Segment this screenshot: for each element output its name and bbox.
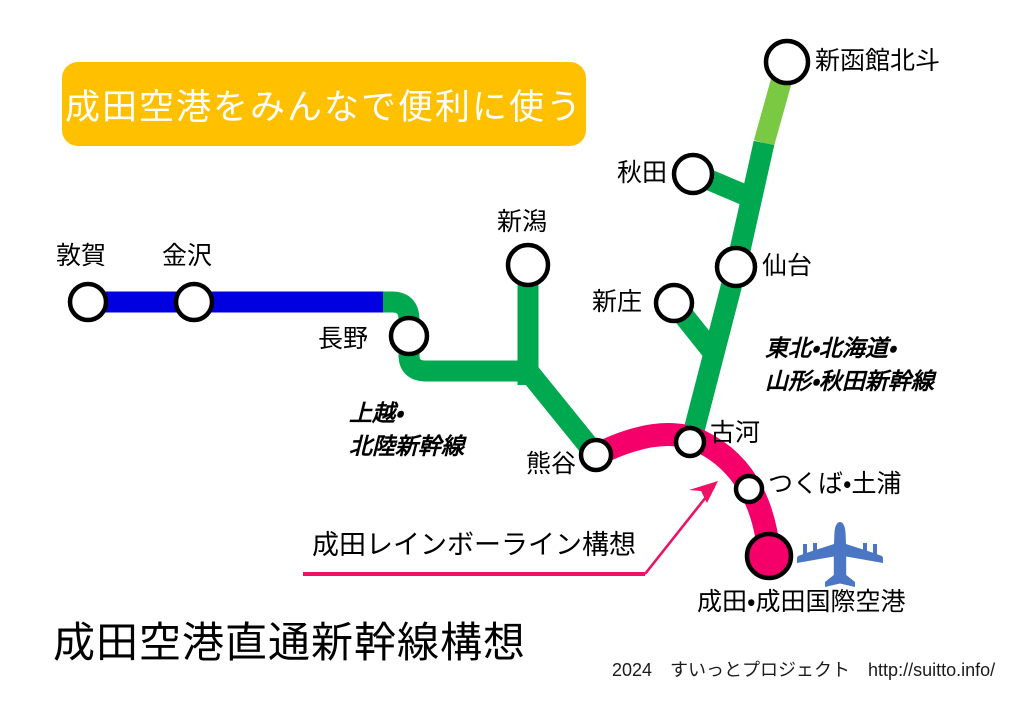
station-marker-koga[interactable] bbox=[673, 425, 707, 459]
station-label-kumagaya: 熊谷 bbox=[526, 450, 577, 478]
title-banner: 成田空港をみんなで便利に使う bbox=[62, 62, 586, 146]
station-label-shinjo: 新庄 bbox=[592, 288, 643, 316]
station-label-koga: 古河 bbox=[710, 419, 761, 447]
line-label-tohoku-hokkaido: 東北・北海道・ 山形・秋田新幹線 bbox=[765, 332, 934, 399]
station-marker-niigata[interactable] bbox=[505, 242, 551, 288]
station-label-niigata: 新潟 bbox=[497, 208, 548, 236]
station-label-narita: 成田・成田国際空港 bbox=[697, 588, 906, 616]
line-joetsu-to-kumagaya bbox=[516, 360, 605, 462]
station-marker-shin-hakodate[interactable] bbox=[763, 38, 811, 86]
concept-annotation-text: 成田レインボーライン構想 bbox=[312, 530, 636, 560]
line-label-joetsu-hokuriku-line1: 上越・ bbox=[349, 401, 403, 426]
station-label-sendai: 仙台 bbox=[762, 252, 813, 280]
station-label-nagano: 長野 bbox=[318, 325, 369, 353]
station-label-shin-hakodate: 新函館北斗 bbox=[815, 47, 941, 75]
line-label-tohoku-hokkaido-line2: 山形・秋田新幹線 bbox=[765, 369, 934, 395]
station-label-tsukuba: つくば・土浦 bbox=[768, 470, 902, 498]
station-marker-nagano[interactable] bbox=[388, 315, 430, 357]
station-marker-kumagaya[interactable] bbox=[578, 437, 614, 473]
page-title: 成田空港直通新幹線構想 bbox=[53, 619, 527, 666]
station-label-tsuruga: 敦賀 bbox=[56, 242, 107, 270]
airplane-icon bbox=[797, 522, 883, 587]
station-marker-akita[interactable] bbox=[671, 152, 715, 196]
line-label-tohoku-hokkaido-line1: 東北・北海道・ bbox=[765, 336, 896, 361]
footer-credit: 2024 すいっとプロジェクト http://suitto.info/ bbox=[612, 660, 996, 680]
station-marker-kanazawa[interactable] bbox=[173, 281, 215, 323]
line-label-joetsu-hokuriku: 上越・ 北陸新幹線 bbox=[349, 397, 464, 464]
station-marker-tsuruga[interactable] bbox=[67, 281, 109, 323]
station-marker-shinjo[interactable] bbox=[653, 282, 695, 324]
concept-arrow-head bbox=[689, 481, 718, 503]
line-tohoku-lower bbox=[680, 265, 747, 445]
line-label-joetsu-hokuriku-line2: 北陸新幹線 bbox=[349, 434, 464, 460]
line-hokkaido-lightgreen bbox=[753, 72, 794, 146]
station-label-akita: 秋田 bbox=[617, 159, 668, 187]
station-marker-tsukuba[interactable] bbox=[733, 473, 765, 505]
station-label-kanazawa: 金沢 bbox=[162, 242, 213, 270]
title-banner-text: 成田空港をみんなで便利に使う bbox=[64, 87, 583, 127]
station-marker-narita[interactable] bbox=[744, 531, 794, 581]
concept-arrow-shaft bbox=[643, 486, 716, 575]
station-marker-sendai[interactable] bbox=[714, 245, 758, 289]
